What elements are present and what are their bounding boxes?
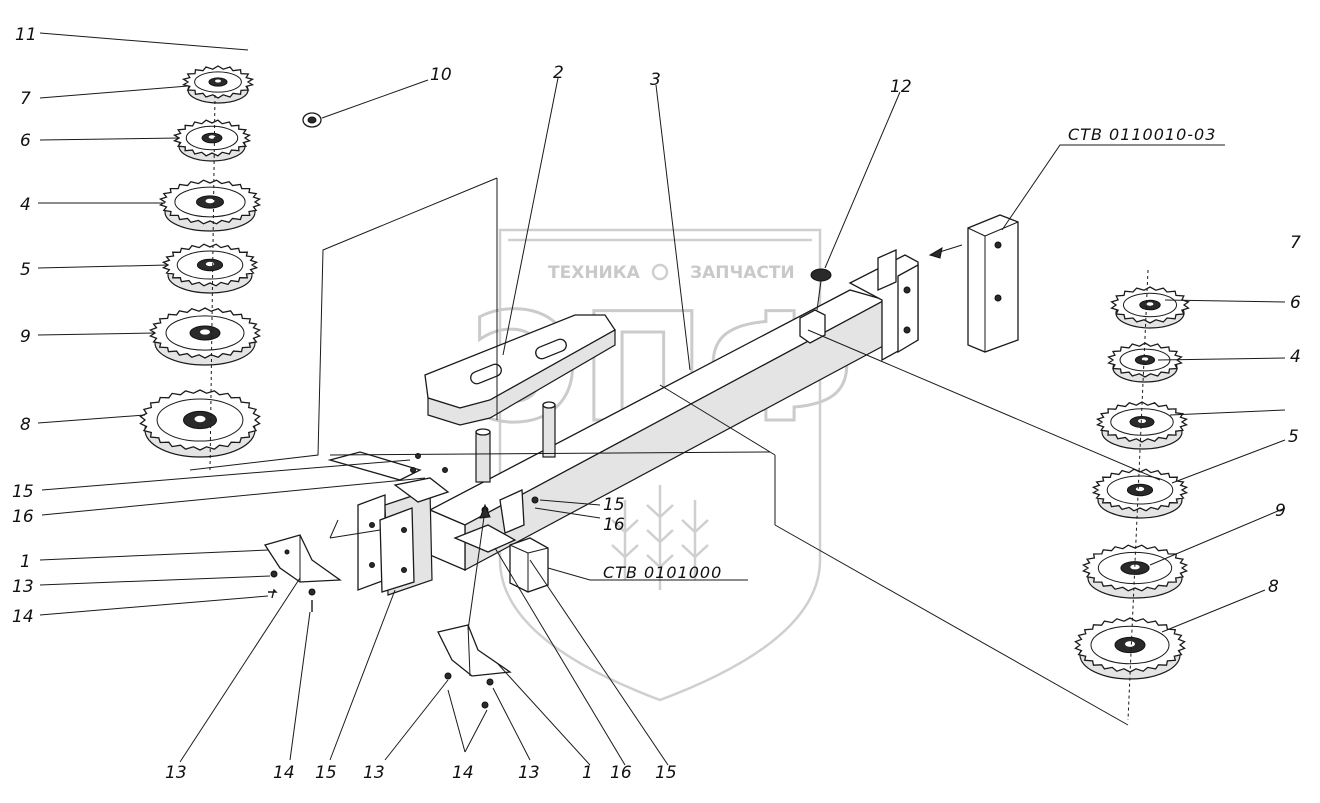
knife-bottom — [437, 624, 512, 677]
callout-bottom-13b: 13 — [363, 763, 385, 783]
callout-bottom-16: 16 — [610, 763, 632, 783]
callout-left-14: 14 — [12, 607, 34, 627]
callout-right-9: 9 — [1275, 501, 1286, 521]
wheel-right-5 — [1091, 468, 1189, 519]
callout-right-8: 8 — [1268, 577, 1279, 597]
callout-center-16: 16 — [603, 515, 625, 535]
wheel-left-6 — [172, 119, 252, 162]
callout-left-7: 7 — [20, 89, 31, 109]
callout-bottom-14b: 14 — [452, 763, 474, 783]
fasteners — [268, 453, 539, 709]
wheel-left-5 — [161, 243, 259, 294]
code-bottom: СТВ 0101000 — [603, 563, 722, 582]
arrow-head-icon — [928, 247, 943, 259]
watermark-shield-icon — [498, 228, 822, 702]
callout-left-4: 4 — [20, 195, 31, 215]
code-top-right: СТВ 0110010-03 — [1068, 125, 1216, 144]
wheel-left-9 — [148, 307, 262, 366]
guide-lines — [189, 177, 1161, 726]
callout-left-6: 6 — [20, 131, 31, 151]
callout-left-5: 5 — [20, 260, 31, 280]
callout-left-9: 9 — [20, 327, 31, 347]
wheel-left-8 — [139, 389, 261, 458]
right-wheel-stack — [1074, 286, 1190, 680]
callout-left-16: 16 — [12, 507, 34, 527]
wheel-left-7 — [181, 65, 255, 104]
callout-bottom-13a: 13 — [165, 763, 187, 783]
callout-bottom-15a: 15 — [315, 763, 337, 783]
knife-left — [263, 534, 342, 583]
callout-center-15: 15 — [603, 495, 625, 515]
callout-left-1: 1 — [20, 552, 31, 572]
callout-10: 10 — [430, 65, 452, 85]
plate-pins — [475, 401, 556, 483]
leader-lines — [37, 32, 1286, 766]
wheel-right-8 — [1074, 617, 1186, 680]
left-bracket-assembly — [327, 451, 450, 596]
wheel-right-4 — [1095, 401, 1189, 450]
pipe-11 — [247, 46, 322, 128]
callout-left-13: 13 — [12, 577, 34, 597]
watermark-text-left: ТЕХНИКА — [548, 263, 641, 283]
callout-3: 3 — [650, 70, 661, 90]
callout-left-8: 8 — [20, 415, 31, 435]
callout-left-11: 11 — [15, 25, 37, 45]
callout-labels: 11 7 6 4 5 9 8 10 2 3 12 СТВ 0110010-03 … — [12, 25, 1301, 783]
wheel-right-9 — [1081, 544, 1189, 599]
left-stack-axis — [209, 94, 216, 471]
beam-end-bracket — [848, 248, 919, 362]
callout-right-4: 4 — [1290, 347, 1301, 367]
watermark-text-right: ЗАПЧАСТИ — [690, 263, 795, 283]
left-wheel-stack — [139, 65, 262, 458]
wheel-right-7 — [1110, 286, 1190, 329]
callout-right-7: 7 — [1290, 233, 1301, 253]
callout-bottom-15b: 15 — [655, 763, 677, 783]
callout-12: 12 — [890, 77, 912, 97]
wheel-left-4 — [158, 179, 262, 232]
bottom-block — [509, 537, 549, 593]
watermark-gear-icon — [651, 263, 669, 281]
callout-2: 2 — [553, 63, 564, 83]
callout-right-6: 6 — [1290, 293, 1301, 313]
wheel-right-6 — [1107, 342, 1183, 383]
callout-bottom-13c: 13 — [518, 763, 540, 783]
callout-bottom-14a: 14 — [273, 763, 295, 783]
top-right-block — [967, 214, 1019, 353]
plate — [424, 314, 616, 426]
callout-bottom-1: 1 — [582, 763, 593, 783]
callout-right-5: 5 — [1288, 427, 1299, 447]
callout-left-15: 15 — [12, 482, 34, 502]
